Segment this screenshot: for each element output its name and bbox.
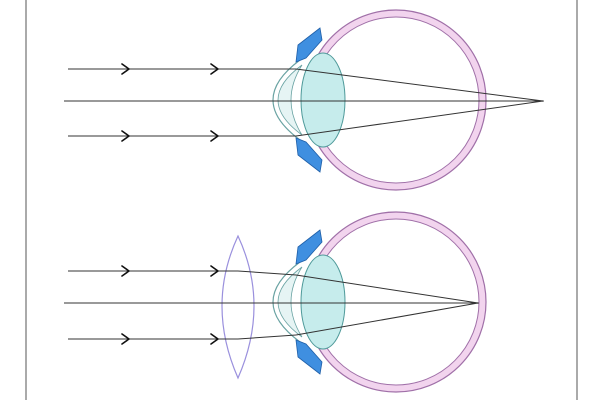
cornea-inner	[277, 64, 303, 136]
arrow-top-1	[121, 63, 130, 75]
focal-point-behind-retina	[542, 100, 544, 102]
arrow-top-2	[210, 265, 219, 277]
iris	[295, 27, 323, 173]
figure-frame	[25, 0, 578, 400]
corrected-eye-panel	[64, 211, 487, 393]
iris-top	[295, 27, 323, 63]
ray-bottom-refracted	[295, 100, 544, 137]
cornea	[272, 59, 303, 141]
iris-bottom	[295, 137, 323, 173]
arrow-bottom-2	[210, 333, 219, 345]
arrow-bottom-1	[121, 333, 130, 345]
iris-bottom	[295, 339, 323, 375]
arrow-top-2	[210, 63, 219, 75]
iris	[295, 229, 323, 375]
convex-corrective-lens	[221, 234, 255, 380]
arrow-bottom-1	[121, 130, 130, 142]
arrow-bottom-2	[210, 130, 219, 142]
cornea-outer	[272, 59, 301, 141]
crystalline-lens	[300, 52, 346, 148]
ray-top-refracted	[295, 68, 544, 102]
ray-top-refracted	[295, 274, 479, 304]
focal-point-on-retina	[477, 302, 479, 304]
iris-top	[295, 229, 323, 265]
ray-arrows	[121, 63, 219, 142]
eyeball	[305, 9, 487, 191]
cornea-inner	[277, 266, 303, 338]
ray-bottom-refracted	[295, 302, 479, 336]
ray-arrows	[121, 265, 219, 345]
ray-bottom-bent-by-lens	[237, 334, 297, 340]
crystalline-lens	[300, 254, 346, 350]
light-rays	[64, 68, 544, 137]
eyeball	[305, 211, 487, 393]
light-rays	[64, 270, 479, 340]
cornea	[272, 261, 303, 343]
arrow-top-1	[121, 265, 130, 277]
ray-top-bent-by-lens	[237, 270, 297, 276]
uncorrected-eye-panel	[64, 9, 544, 191]
cornea-outer	[272, 261, 301, 343]
